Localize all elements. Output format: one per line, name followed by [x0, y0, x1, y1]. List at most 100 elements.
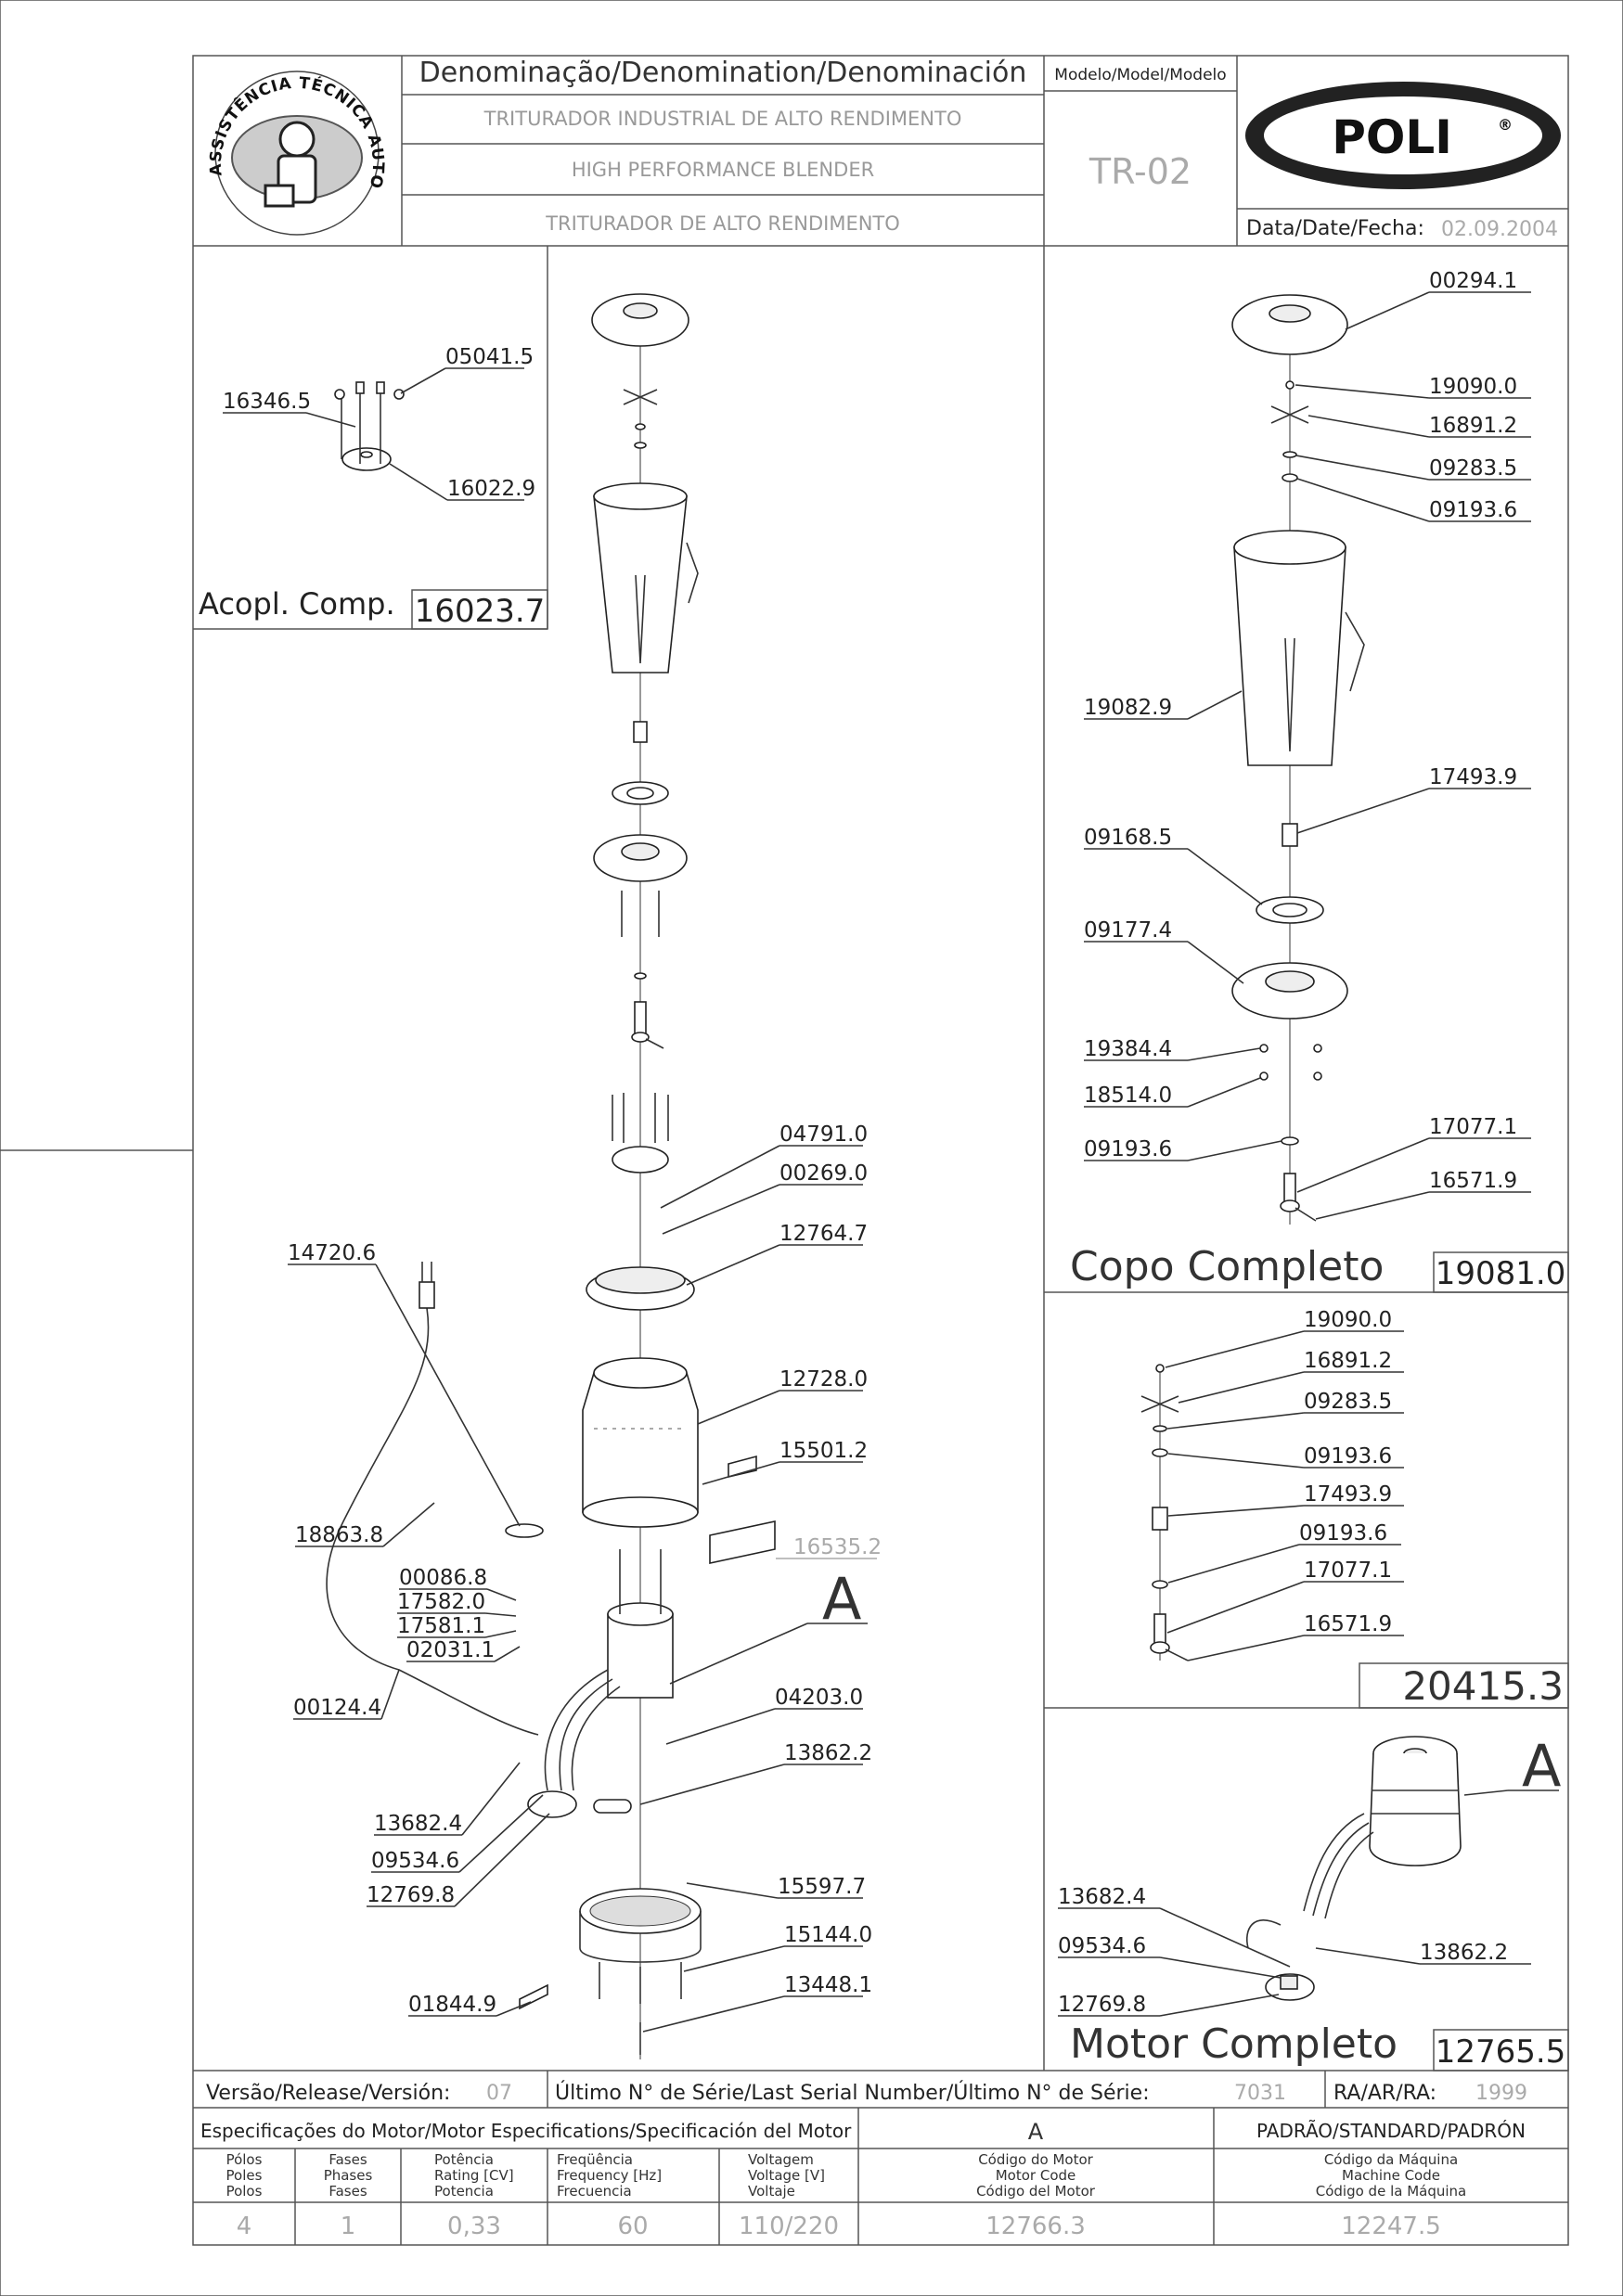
part-09534-6: 09534.6 [371, 1849, 459, 1873]
col-phases-l2: Phases [324, 2167, 373, 2184]
value-phases: 1 [341, 2213, 356, 2240]
brand-registered-mark: ® [1498, 116, 1513, 134]
motor-part-12769-8: 12769.8 [1058, 1993, 1146, 2017]
cup-complete-panel: 00294.1 19090.0 16891.2 09283.5 09193.6 … [1070, 269, 1569, 1293]
product-name-en: HIGH PERFORMANCE BLENDER [572, 159, 874, 181]
model-label: Modelo/Model/Modelo [1054, 66, 1226, 84]
date-value: 02.09.2004 [1441, 218, 1558, 241]
motor-detail-a-marker: A [1522, 1732, 1561, 1800]
shaft-part-16571-9: 16571.9 [1304, 1612, 1392, 1636]
motor-complete-drawing [1246, 1736, 1462, 2001]
shaft-part-09193-6b: 09193.6 [1299, 1521, 1387, 1546]
col-machine-code-l1: Código da Máquina [1324, 2151, 1458, 2168]
denomination-heading: Denominação/Denomination/Denominación [419, 57, 1027, 89]
col-power-l1: Potência [434, 2151, 494, 2168]
cup-part-09177-4: 09177.4 [1084, 918, 1172, 943]
product-name-pt: TRITURADOR INDUSTRIAL DE ALTO RENDIMENTO [483, 108, 962, 130]
motor-complete-title: Motor Completo [1070, 2020, 1398, 2068]
model-value: TR-02 [1088, 151, 1191, 192]
col-poles-l3: Polos [226, 2183, 263, 2200]
value-motor-code: 12766.3 [985, 2213, 1086, 2240]
col-motor-code-l3: Código del Motor [976, 2183, 1096, 2200]
motor-spec-label: Especificações do Motor/Motor Especifica… [200, 2120, 852, 2142]
cup-part-17493-9: 17493.9 [1429, 765, 1517, 789]
cup-part-19090-0: 19090.0 [1429, 375, 1517, 399]
part-12769-8: 12769.8 [367, 1883, 455, 1907]
cup-complete-drawing [1231, 294, 1365, 1225]
part-17581-1: 17581.1 [397, 1614, 485, 1638]
cup-part-09168-5: 09168.5 [1084, 826, 1172, 850]
part-15501-2: 15501.2 [779, 1439, 868, 1463]
col-power-l2: Rating [CV] [434, 2167, 514, 2184]
cup-part-19384-4: 19384.4 [1084, 1037, 1172, 1061]
part-16535-2: 16535.2 [793, 1535, 882, 1559]
value-voltage: 110/220 [739, 2213, 839, 2240]
kit-part-05041-5: 05041.5 [445, 345, 534, 369]
part-00269-0: 00269.0 [779, 1161, 868, 1186]
poli-logo: POLI ® [1245, 82, 1561, 189]
serial-label: Último N° de Série/Last Serial Number/Úl… [555, 2081, 1150, 2105]
main-exploded-assembly [326, 293, 776, 2059]
col-frequency-l1: Freqüência [557, 2151, 633, 2168]
part-15144-0: 15144.0 [784, 1923, 872, 1947]
col-voltage-l1: Voltagem [748, 2151, 814, 2168]
serial-value: 7031 [1234, 2082, 1286, 2105]
part-12728-0: 12728.0 [779, 1367, 868, 1392]
footer-table: Versão/Release/Versión: 07 Último N° de … [193, 2070, 1568, 2245]
coupling-kit-drawing [334, 381, 405, 471]
col-motor-code-l2: Motor Code [996, 2167, 1076, 2184]
part-18863-8: 18863.8 [295, 1523, 383, 1547]
shaft-kit-drawing [1140, 1364, 1189, 1661]
col-voltage-l3: Voltaje [748, 2183, 795, 2200]
version-value: 07 [486, 2082, 512, 2105]
standard-label: PADRÃO/STANDARD/PADRÓN [1256, 2120, 1526, 2142]
value-machine-code: 12247.5 [1341, 2213, 1441, 2240]
part-13682-4: 13682.4 [374, 1812, 462, 1836]
title-block: ASSISTÊNCIA TÉCNICA AUTORIZADA Denominaç… [0, 0, 1568, 247]
part-13448-1: 13448.1 [784, 1973, 872, 1997]
detail-a-marker: A [822, 1565, 861, 1633]
part-02031-1: 02031.1 [406, 1638, 495, 1662]
cup-part-19082-9: 19082.9 [1084, 696, 1172, 720]
main-assembly-callouts: 04791.0 00269.0 12764.7 14720.6 12728.0 … [288, 1122, 882, 2033]
motor-spec-letter: A [1028, 2119, 1044, 2145]
col-power-l3: Potencia [434, 2183, 494, 2200]
col-frequency-l2: Frequency [Hz] [557, 2167, 662, 2184]
shaft-part-09193-6: 09193.6 [1304, 1444, 1392, 1469]
cup-part-09193-6: 09193.6 [1429, 498, 1517, 522]
cup-complete-code: 19081.0 [1436, 1255, 1566, 1292]
product-name-es: TRITURADOR DE ALTO RENDIMENTO [545, 212, 900, 235]
motor-part-13682-4: 13682.4 [1058, 1885, 1146, 1909]
cup-part-00294-1: 00294.1 [1429, 269, 1517, 293]
col-phases-l3: Fases [328, 2183, 367, 2200]
date-label: Data/Date/Fecha: [1246, 217, 1424, 240]
col-frequency-l3: Frecuencia [557, 2183, 632, 2200]
motor-part-09534-6: 09534.6 [1058, 1934, 1146, 1958]
ra-value: 1999 [1475, 2082, 1527, 2105]
kit-title: Acopl. Comp. [199, 586, 395, 622]
coupling-kit-panel: 16346.5 05041.5 16022.9 Acopl. Comp. 160… [193, 246, 548, 630]
value-power: 0,33 [447, 2213, 501, 2240]
motor-complete-code: 12765.5 [1436, 2033, 1566, 2071]
part-13862-2: 13862.2 [784, 1741, 872, 1765]
part-17582-0: 17582.0 [397, 1590, 485, 1614]
part-01844-9: 01844.9 [408, 1993, 496, 2017]
motor-part-13862-2: 13862.2 [1420, 1941, 1508, 1965]
cup-part-18514-0: 18514.0 [1084, 1084, 1172, 1108]
brand-name: POLI [1332, 110, 1452, 164]
shaft-part-09283-5: 09283.5 [1304, 1390, 1392, 1414]
part-04203-0: 04203.0 [775, 1686, 863, 1710]
cup-complete-title: Copo Completo [1070, 1243, 1384, 1290]
col-poles-l1: Pólos [226, 2151, 263, 2168]
shaft-part-19090-0: 19090.0 [1304, 1308, 1392, 1332]
col-phases-l1: Fases [328, 2151, 367, 2168]
motor-complete-panel: A 13682.4 09534.6 12769.8 13862.2 Motor … [1058, 1732, 1569, 2072]
part-00086-8: 00086.8 [399, 1566, 487, 1590]
shaft-part-16891-2: 16891.2 [1304, 1349, 1392, 1373]
kit-part-16346-5: 16346.5 [223, 390, 311, 414]
shaft-kit-panel: 19090.0 16891.2 09283.5 09193.6 17493.9 … [1140, 1308, 1569, 1709]
shaft-part-17077-1: 17077.1 [1304, 1558, 1392, 1583]
drawing-frame [192, 55, 1569, 2246]
cup-part-09193-6b: 09193.6 [1084, 1137, 1172, 1161]
